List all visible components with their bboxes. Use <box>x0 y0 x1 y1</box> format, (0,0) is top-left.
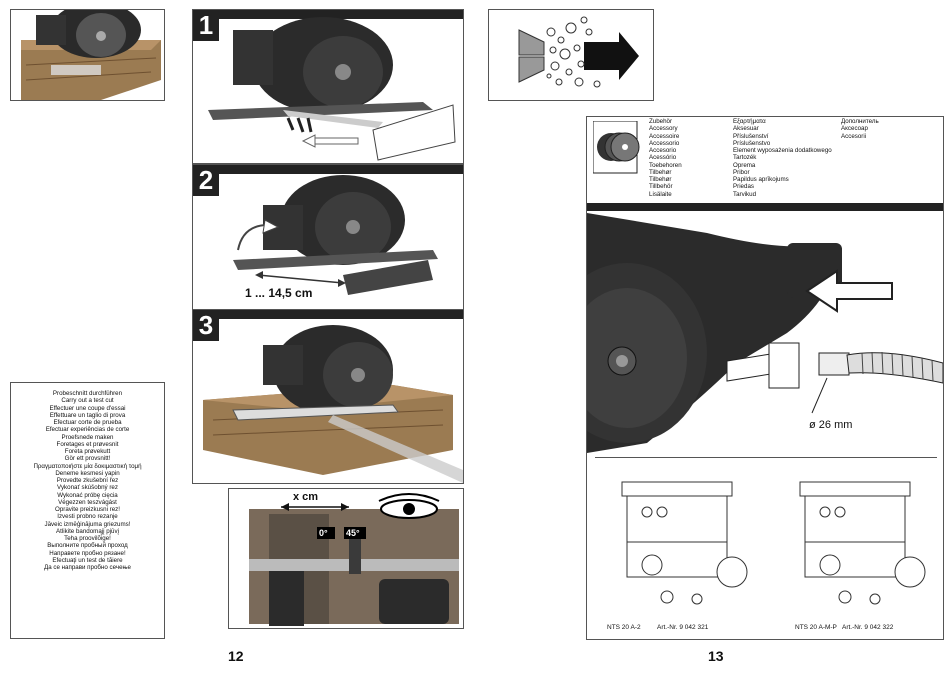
test-cut-translation: Foreta prøvekutt <box>64 448 111 455</box>
step-3-figure: 3 <box>192 309 464 484</box>
vacuum-1-model: NTS 20 A-2 <box>607 624 641 631</box>
test-cut-translation: Gör ett provsnitt! <box>64 455 111 463</box>
step-2-illustration <box>233 175 438 295</box>
accessory-translation: Papildus aprīkojums <box>733 176 789 183</box>
angle-0-label: 0° <box>319 528 328 538</box>
test-cut-translation: Carry out a test cut <box>61 397 114 405</box>
test-cut-translation: Foretages et prøvesnit <box>56 440 119 448</box>
accessory-translation: Accessorio <box>649 139 680 147</box>
test-cut-translation: Направете пробно рязане! <box>49 549 126 557</box>
accessory-translation: Tilbehør <box>649 168 672 176</box>
page-number-right: 13 <box>708 648 724 664</box>
test-cut-translation: Выполните пробный проход <box>47 542 128 550</box>
accessory-translation: Acessório <box>649 154 677 162</box>
header-divider <box>587 203 943 211</box>
vacuum-2-art-no: Art.-Nr. 9 042 322 <box>842 624 894 631</box>
accessory-translation: Tarvikud <box>733 190 757 198</box>
cut-width-detail: x cm 0° 45° <box>228 488 464 629</box>
accessory-translation: Aksesuar <box>733 125 759 133</box>
vacuum-2-model: NTS 20 A-M-P <box>795 624 837 631</box>
step-3-number: 3 <box>193 310 219 341</box>
accessory-translation: Lisälaite <box>649 190 672 198</box>
page-number-left: 12 <box>228 648 244 664</box>
test-cut-translation: Opravite preizkusni rez! <box>55 506 120 513</box>
accessory-translation: Element wyposażenia dodatkowego <box>733 147 832 154</box>
test-cut-translation: Πραγματοποιήστε μία δοκιμαστική τομή <box>33 462 142 470</box>
depth-range-label: 1 ... 14,5 cm <box>245 286 313 300</box>
accessory-translation: Zubehör <box>649 118 673 125</box>
accessory-translation: Εξαρτήματα <box>733 118 766 125</box>
test-cut-translation: Proefsnede maken <box>61 433 114 441</box>
accessory-translation: Príslušenstvo <box>733 139 771 147</box>
test-cut-translation: Végezzen teszvágást <box>58 498 117 506</box>
test-cut-translation: Efectuaţi un test de tăiere <box>52 556 123 564</box>
accessory-translation: Accesorii <box>841 132 867 140</box>
vacuum-1-art-no: Art.-Nr. 9 042 321 <box>657 624 709 631</box>
test-cut-translation: Да се направи пробно сечење <box>44 564 131 571</box>
test-cut-translation: Effettuare un taglio di prova <box>49 411 126 419</box>
test-cut-translation: Izvesti probno rezanje <box>57 513 118 521</box>
accessory-translation: Accesorio <box>649 147 677 154</box>
test-cut-translation: Deneme kesmesi yapin <box>55 469 120 477</box>
step-3-illustration <box>203 325 463 483</box>
guide-detail-illustration <box>249 493 459 626</box>
step-2-number: 2 <box>193 165 219 196</box>
test-cut-translation: Atlikite bandomąjį pjūvį <box>56 527 119 535</box>
accessory-translation: Accessoire <box>649 132 680 140</box>
test-cut-translation: Effectuer une coupe d'essai <box>49 404 126 412</box>
test-cut-translation: Vykonať skúšobný rez <box>57 484 118 492</box>
accessory-translation: Priedas <box>733 183 754 191</box>
section-divider <box>595 457 937 458</box>
test-cut-translation: Probeschnitt durchführen <box>52 390 123 397</box>
vacuum-nts-20-a-m-p <box>799 481 926 605</box>
accessory-translation: Toebehoren <box>649 161 682 169</box>
hose-diameter-label: ø 26 mm <box>809 419 853 431</box>
step-1-figure: 1 <box>192 9 464 164</box>
accessory-translation: Tartozék <box>733 154 757 162</box>
accessory-translation: Tilbehør <box>649 176 672 183</box>
accessory-blades-icon <box>593 121 640 174</box>
accessory-translation: Oprema <box>733 161 756 169</box>
cut-width-label: x cm <box>293 491 319 503</box>
saw-on-board-illustration <box>21 10 161 100</box>
step-2-figure: 2 1 ... 14,5 cm <box>192 164 464 310</box>
test-cut-translation: Efectuar corte de prueba <box>53 419 122 426</box>
intro-saw-figure <box>10 9 165 101</box>
test-cut-translation: Efectuar experiências de corte <box>45 426 130 434</box>
dust-extraction-icon-box <box>488 9 654 101</box>
accessory-translation: Accessory <box>649 125 678 133</box>
test-cut-translation: Teha proovilõige! <box>64 535 111 542</box>
accessory-translation: Аксесоар <box>841 125 868 133</box>
saw-dust-hose-illustration <box>587 213 943 453</box>
test-cut-translation: Wykonać próbę cięcia <box>57 491 118 499</box>
accessory-translation: Pribor <box>733 168 750 176</box>
step-1-illustration <box>208 17 456 161</box>
vacuum-nts-20-a-2 <box>621 481 748 605</box>
test-cut-translation: Provedte zkušební řez <box>56 477 119 484</box>
angle-45-label: 45° <box>346 528 360 538</box>
dust-extraction-icon <box>518 16 639 88</box>
accessory-translation: Příslušenství <box>733 132 769 140</box>
accessory-translation: Дополнитель <box>841 118 879 125</box>
step-1-number: 1 <box>193 10 219 41</box>
test-cut-translation: Jāveic izmēģinājuma griezums! <box>44 520 131 528</box>
accessory-translation: Tillbehör <box>649 183 673 191</box>
